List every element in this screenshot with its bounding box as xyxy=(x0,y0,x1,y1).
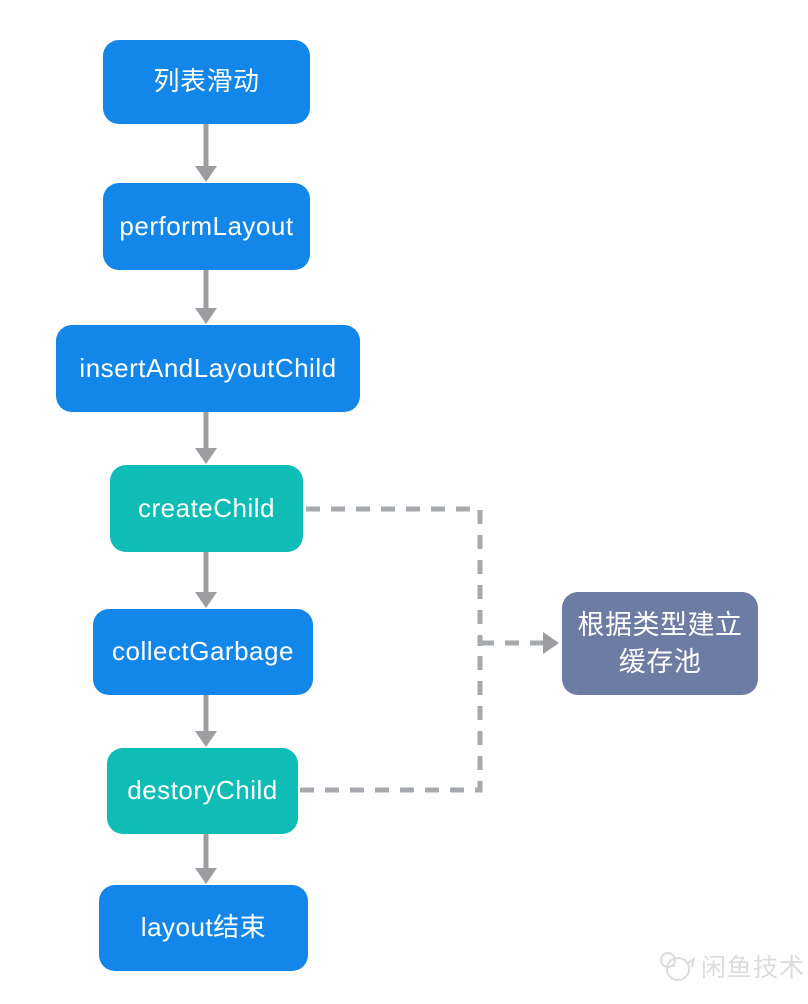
node-perform-layout: performLayout xyxy=(103,183,310,270)
node-cache-pool-label-line1: 根据类型建立 xyxy=(577,610,743,641)
arrow-destorychild-to-layoutend xyxy=(195,834,217,884)
node-collect-garbage-label: collectGarbage xyxy=(112,636,294,667)
node-perform-layout-label: performLayout xyxy=(119,210,294,241)
node-destory-child-label: destoryChild xyxy=(127,775,278,806)
xianyu-fish-icon xyxy=(660,952,695,981)
node-destory-child: destoryChild xyxy=(107,748,298,834)
dashed-line-destorychild-to-junction xyxy=(300,654,483,793)
node-layout-end: layout结束 xyxy=(99,885,308,971)
node-create-child: createChild xyxy=(110,465,303,552)
dashed-arrowhead-cachepool xyxy=(543,632,559,654)
node-list-scroll-label: 列表滑动 xyxy=(153,66,260,97)
node-cache-pool-label-line2: 缓存池 xyxy=(618,646,702,677)
node-cache-pool-label: 根据类型建立 缓存池 xyxy=(578,607,743,680)
node-collect-garbage: collectGarbage xyxy=(93,609,313,695)
watermark-label: 闲鱼技术 xyxy=(701,954,806,982)
dashed-line-createchild-to-junction xyxy=(306,506,483,646)
node-list-scroll: 列表滑动 xyxy=(103,40,310,124)
arrow-createchild-to-collectgarbage xyxy=(195,552,217,608)
arrow-insertandlayoutchild-to-createchild xyxy=(195,412,217,464)
arrow-list-scroll-to-performlayout xyxy=(195,124,217,182)
watermark: 闲鱼技术 xyxy=(655,948,805,984)
node-insert-and-layout-child-label: insertAndLayoutChild xyxy=(79,352,337,383)
node-create-child-label: createChild xyxy=(137,492,275,523)
node-cache-pool: 根据类型建立 缓存池 xyxy=(562,592,758,695)
arrow-collectgarbage-to-destorychild xyxy=(195,695,217,747)
node-layout-end-label: layout结束 xyxy=(140,912,267,943)
node-insert-and-layout-child: insertAndLayoutChild xyxy=(56,325,360,412)
arrow-performlayout-to-insertandlayoutchild xyxy=(195,270,217,324)
